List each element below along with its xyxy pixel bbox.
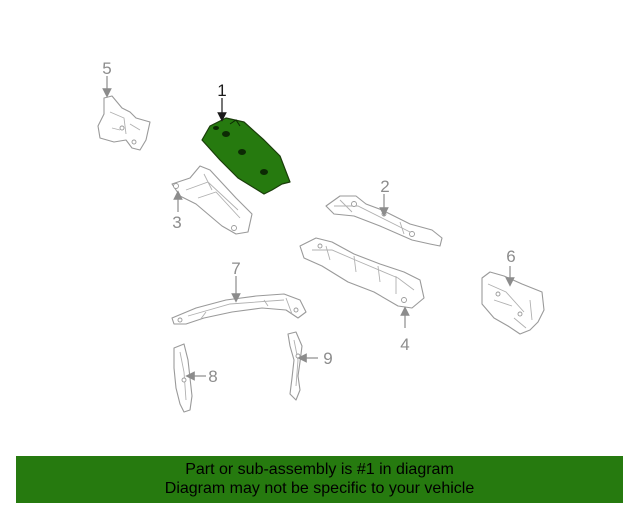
part-4-lower-crossmember[interactable] bbox=[299, 237, 425, 309]
callout-6[interactable]: 6 bbox=[506, 247, 515, 266]
part-2-upper-crossmember[interactable] bbox=[325, 195, 443, 247]
callout-1[interactable]: 1 bbox=[217, 81, 226, 100]
part-3-support[interactable] bbox=[171, 165, 253, 235]
banner-line-2: Diagram may not be specific to your vehi… bbox=[164, 480, 475, 497]
parts-diagram: 5 1 3 2 4 bbox=[97, 59, 545, 413]
callout-5[interactable]: 5 bbox=[102, 59, 111, 78]
part-5-bracket[interactable] bbox=[97, 95, 151, 151]
callout-2[interactable]: 2 bbox=[380, 177, 389, 196]
info-banner: Part or sub-assembly is #1 in diagram Di… bbox=[16, 456, 623, 503]
part-9-bracket[interactable] bbox=[287, 331, 303, 401]
part-6-bracket[interactable] bbox=[481, 271, 545, 335]
callout-9[interactable]: 9 bbox=[323, 349, 332, 368]
callout-8[interactable]: 8 bbox=[208, 367, 217, 386]
callout-3[interactable]: 3 bbox=[172, 213, 181, 232]
callout-4[interactable]: 4 bbox=[400, 335, 409, 354]
banner-line-1: Part or sub-assembly is #1 in diagram bbox=[185, 461, 454, 478]
part-8-bracket[interactable] bbox=[173, 343, 193, 413]
part-7-brace[interactable] bbox=[171, 293, 307, 325]
callout-7[interactable]: 7 bbox=[231, 259, 240, 278]
